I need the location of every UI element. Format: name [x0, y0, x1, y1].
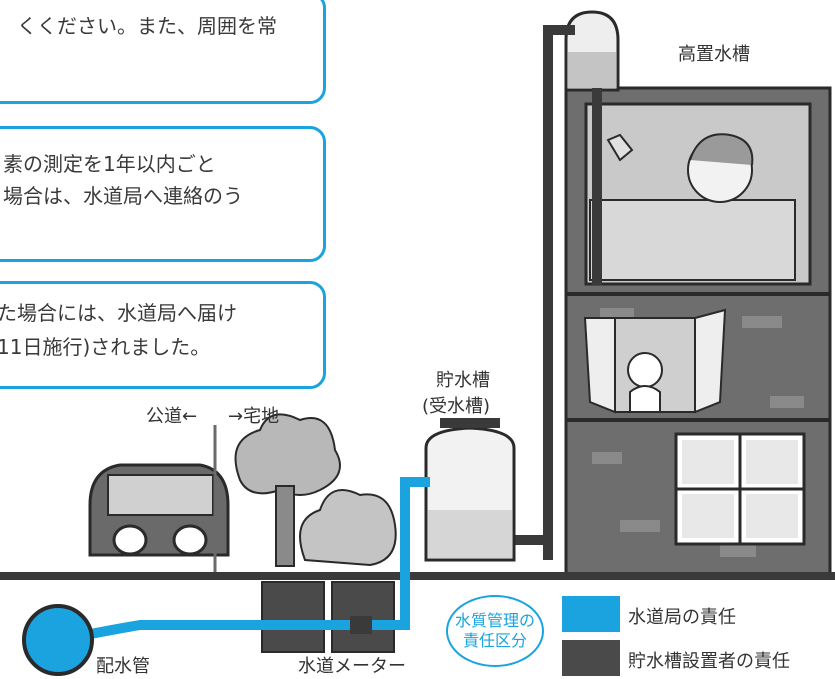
callout-3: た場合には、水道局へ届け 11日施行)されました。 [0, 281, 326, 389]
badge-line-1: 水質管理の [454, 611, 535, 630]
callout-3-line-1: た場合には、水道局へ届け [0, 301, 237, 325]
callout-2-line-1: 素の測定を1年以内ごと [3, 152, 216, 176]
responsibility-badge: 水質管理の 責任区分 [446, 595, 544, 667]
public-road-label: 公道← [146, 406, 198, 427]
storage-tank-label: 貯水槽 [436, 370, 490, 391]
car [88, 463, 230, 557]
legend-label-owner: 貯水槽設置者の責任 [628, 651, 790, 672]
callout-2-line-2: 場合は、水道局へ連絡のう [3, 184, 243, 208]
elevated-tank-label: 高置水槽 [678, 44, 750, 65]
callout-2: 素の測定を1年以内ごと 場合は、水道局へ連絡のう [0, 126, 326, 262]
residential-label: →宅地 [228, 406, 280, 427]
elevated-tank [564, 10, 620, 92]
meter-body [350, 616, 372, 634]
storage-tank-sublabel: (受水槽) [422, 396, 491, 417]
legend-swatch-owner [562, 640, 620, 676]
ground-line [0, 572, 835, 580]
distribution-main [22, 604, 94, 676]
legend-label-bureau: 水道局の責任 [628, 607, 736, 628]
water-meter-label: 水道メーター [298, 656, 406, 677]
callout-1: くください。また、周囲を常 [0, 0, 326, 104]
callout-1-text: くください。また、周囲を常 [17, 14, 277, 38]
distribution-pipe-label: 配水管 [96, 656, 150, 677]
badge-line-2: 責任区分 [462, 631, 527, 650]
storage-tank [424, 418, 516, 562]
legend-swatch-bureau [562, 596, 620, 632]
meter-boxes [261, 581, 395, 653]
trees [234, 413, 397, 567]
building [564, 86, 832, 578]
callout-3-line-2: 11日施行)されました。 [0, 335, 211, 359]
